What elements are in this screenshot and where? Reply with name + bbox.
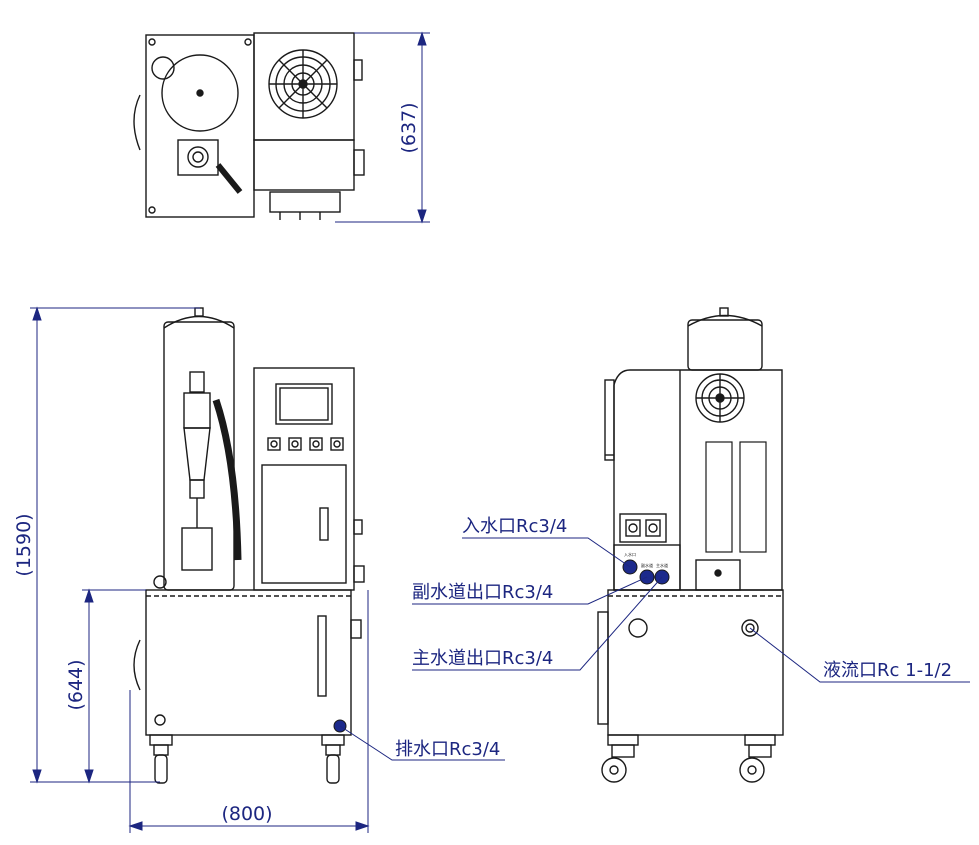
front-tank	[163, 321, 235, 591]
top-tank-circle	[161, 54, 239, 132]
inlet-callout: 入水口Rc3/4	[462, 516, 567, 537]
dimension-tank-height-label: (644)	[65, 659, 87, 710]
rear-caster-left	[601, 734, 639, 783]
dimension-depth	[335, 31, 430, 224]
rear-vents	[705, 441, 767, 553]
overflow-callout: 液流口Rc 1-1/2	[823, 660, 952, 681]
rear-leaders	[412, 537, 970, 683]
front-caster-right	[321, 734, 345, 784]
rear-tank	[687, 319, 763, 371]
front-control-buttons	[267, 437, 344, 451]
rear-caster-right	[739, 734, 776, 783]
front-hose	[212, 398, 242, 561]
dimension-depth-label: (637)	[398, 102, 420, 153]
front-base-unit	[145, 589, 352, 736]
top-fan-icon	[268, 49, 338, 119]
front-door-handle	[319, 507, 329, 541]
top-view	[133, 32, 365, 220]
overflow-port-icon	[741, 619, 759, 637]
inlet-small-label: 入水口	[624, 551, 636, 557]
front-control-box	[253, 367, 355, 591]
front-level-gauge	[317, 615, 327, 697]
drain-leader	[339, 725, 505, 761]
rear-connector-panel	[619, 513, 667, 543]
top-filter-block	[177, 139, 219, 176]
sub-small-label: 副水道	[641, 562, 653, 568]
rear-round-port	[628, 618, 648, 638]
rear-upper-body	[613, 369, 783, 591]
dimension-height-label: (1590)	[13, 513, 35, 576]
front-caster-left	[149, 734, 173, 784]
rear-fan-icon	[695, 373, 745, 423]
front-display-screen	[275, 383, 333, 425]
front-view	[133, 307, 365, 784]
front-door	[261, 464, 347, 584]
top-view-lower-box	[253, 139, 355, 191]
sub-outlet-callout: 副水道出口Rc3/4	[412, 582, 553, 603]
front-separator	[181, 371, 213, 571]
main-small-label: 主水道	[656, 562, 668, 568]
dimension-width-label: (800)	[221, 803, 272, 825]
rear-base-unit	[607, 589, 784, 736]
rear-view	[597, 307, 784, 783]
top-bottom-rail	[269, 191, 341, 213]
top-ring-icon	[151, 56, 175, 80]
drain-callout: 排水口Rc3/4	[395, 739, 500, 760]
dimension-lines-front	[30, 306, 370, 833]
top-handle	[133, 94, 141, 151]
main-outlet-callout: 主水道出口Rc3/4	[412, 648, 553, 669]
